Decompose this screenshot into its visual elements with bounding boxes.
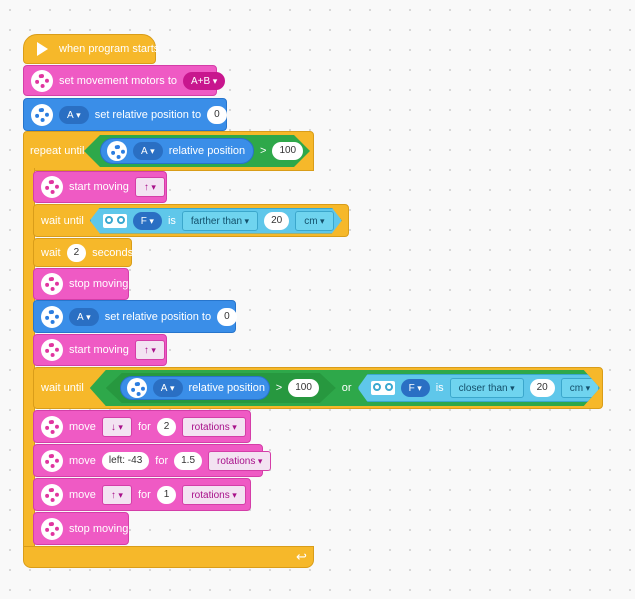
direction-dropdown[interactable]: ↑ (101, 484, 132, 505)
relative-position-reporter[interactable]: A relative position (120, 376, 270, 400)
port-dropdown[interactable]: A (153, 379, 183, 397)
direction-dropdown[interactable]: ↑ (134, 177, 165, 197)
compare-value-input[interactable]: 100 (288, 379, 319, 397)
distance-input[interactable]: 20 (264, 212, 289, 230)
start-moving-label: start moving (69, 181, 129, 193)
movement-icon (41, 449, 63, 472)
for-label: for (137, 420, 151, 433)
stop-moving-label: stop moving (69, 522, 129, 535)
wait-until-label: wait until (41, 382, 84, 394)
unit-dropdown[interactable]: rotations (182, 484, 246, 505)
port-dropdown[interactable]: A (133, 142, 163, 160)
move-block-1[interactable]: move ↓ for 2 rotations (33, 410, 251, 443)
unit-dropdown[interactable]: rotations (182, 416, 246, 437)
sensor-port-dropdown[interactable]: F (401, 379, 430, 397)
motors-dropdown[interactable]: A+B (183, 71, 226, 90)
question-mark: ? (605, 382, 612, 394)
start-moving-block-2[interactable]: start moving ↑ (33, 334, 167, 366)
unit-dropdown[interactable]: cm (295, 211, 333, 231)
or-label: or (341, 382, 352, 394)
is-label: is (167, 214, 176, 227)
relative-position-label: relative position (188, 382, 265, 394)
move-label: move (69, 420, 96, 433)
set-position-label: set relative position to (104, 310, 212, 323)
set-relative-position-block-1[interactable]: A set relative position to 0 (23, 98, 227, 131)
operator-symbol: > (275, 382, 283, 394)
wait-label: wait (41, 246, 61, 259)
start-moving-label: start moving (69, 344, 129, 356)
motor-icon (127, 378, 147, 398)
is-label: is (435, 382, 444, 394)
movement-icon (41, 273, 63, 295)
distance-sensor-condition[interactable]: F is farther than 20 cm ? (90, 208, 342, 234)
movement-icon (41, 483, 63, 506)
repeat-condition-operator[interactable]: A relative position > 100 (84, 135, 310, 167)
operator-symbol: > (260, 145, 267, 157)
stop-moving-block-1[interactable]: stop moving (33, 268, 129, 300)
set-position-label: set relative position to (94, 108, 202, 121)
motor-icon (41, 305, 63, 328)
move-label: move (69, 488, 96, 501)
hat-label: when program starts (59, 43, 160, 55)
distance-sensor-icon (103, 214, 127, 228)
wait-until-block-2[interactable]: wait until A relative position > 100 or … (33, 367, 603, 409)
move-label: move (69, 454, 96, 467)
unit-dropdown[interactable]: rotations (208, 450, 272, 471)
port-dropdown[interactable]: A (69, 307, 99, 326)
or-operator[interactable]: A relative position > 100 or F is closer… (90, 370, 600, 406)
direction-dropdown[interactable]: ↑ (134, 340, 165, 360)
relative-position-reporter[interactable]: A relative position (100, 138, 254, 164)
motor-icon (107, 141, 127, 161)
amount-input[interactable]: 2 (156, 417, 177, 436)
distance-sensor-icon (371, 381, 395, 395)
wait-until-block-1[interactable]: wait until F is farther than 20 cm ? (33, 204, 349, 237)
stop-moving-label: stop moving (69, 278, 129, 290)
move-block-2[interactable]: move left: -43 for 1.5 rotations (33, 444, 272, 477)
position-input[interactable]: 0 (217, 307, 237, 326)
set-motors-label: set movement motors to (59, 74, 177, 87)
seconds-input[interactable]: 2 (66, 243, 87, 262)
sensor-port-dropdown[interactable]: F (133, 212, 162, 230)
movement-icon (41, 339, 63, 361)
unit-dropdown[interactable]: cm (561, 378, 599, 398)
steering-input[interactable]: left: -43 (101, 451, 150, 470)
port-dropdown[interactable]: A (59, 105, 89, 124)
direction-dropdown[interactable]: ↓ (101, 416, 132, 437)
loop-arrow-icon: ↩ (296, 549, 307, 564)
movement-icon (41, 517, 63, 540)
amount-input[interactable]: 1.5 (174, 451, 203, 470)
start-moving-block-1[interactable]: start moving ↑ (33, 171, 167, 203)
motor-icon (31, 103, 53, 126)
distance-input[interactable]: 20 (530, 379, 555, 397)
stop-moving-block-2[interactable]: stop moving (33, 512, 129, 545)
relative-position-label: relative position (168, 145, 246, 157)
greater-than-operator[interactable]: A relative position > 100 (106, 373, 336, 403)
for-label: for (155, 454, 169, 467)
set-relative-position-block-2[interactable]: A set relative position to 0 (33, 300, 237, 333)
wait-until-label: wait until (41, 214, 84, 227)
comparison-dropdown[interactable]: closer than (450, 378, 524, 398)
repeat-until-label: repeat until (30, 145, 85, 157)
distance-sensor-condition[interactable]: F is closer than 20 cm ? (358, 374, 600, 402)
wait-seconds-block[interactable]: wait 2 seconds (33, 238, 134, 267)
when-program-starts-block[interactable]: when program starts (23, 34, 160, 64)
amount-input[interactable]: 1 (156, 485, 177, 504)
movement-icon (31, 69, 53, 92)
play-icon (31, 38, 53, 60)
question-mark: ? (339, 214, 346, 227)
movement-icon (41, 415, 63, 438)
set-movement-motors-block[interactable]: set movement motors to A+B (23, 65, 226, 96)
comparison-dropdown[interactable]: farther than (182, 211, 258, 231)
compare-value-input[interactable]: 100 (272, 142, 303, 160)
seconds-label: seconds (92, 246, 134, 259)
position-input[interactable]: 0 (207, 105, 227, 124)
movement-icon (41, 176, 63, 198)
move-block-3[interactable]: move ↑ for 1 rotations (33, 478, 251, 511)
for-label: for (137, 488, 151, 501)
repeat-loop-footer (23, 546, 314, 568)
